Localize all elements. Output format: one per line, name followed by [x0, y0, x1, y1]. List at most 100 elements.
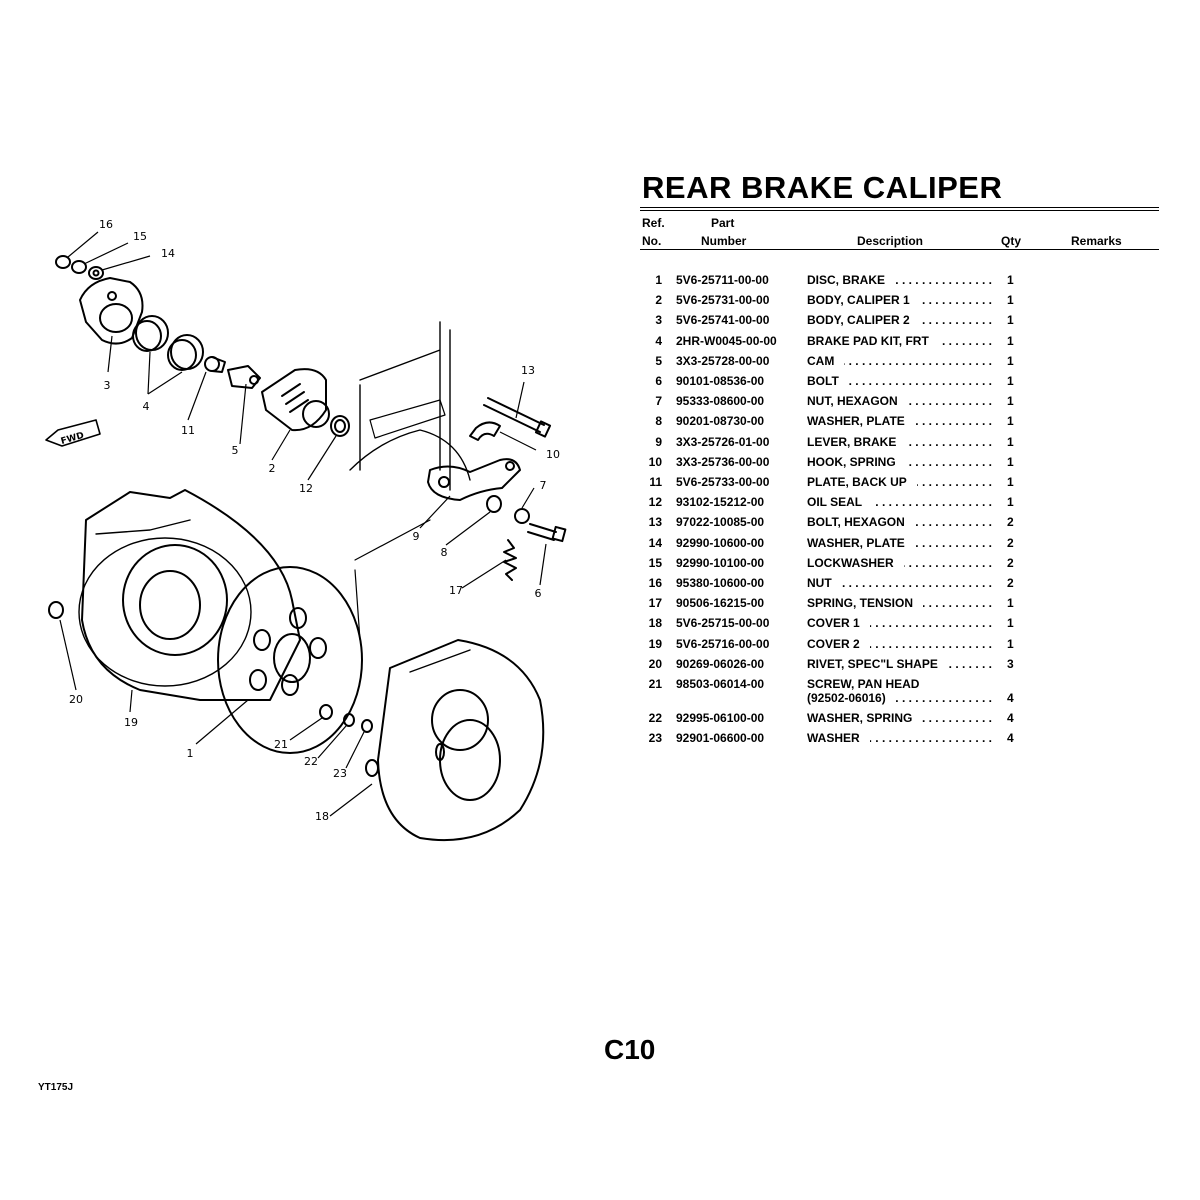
ref-cell: 2 — [655, 293, 662, 308]
document-code: YT175J — [38, 1082, 74, 1093]
description-cell: LEVER, BRAKE — [807, 434, 897, 449]
ref-cell: 6 — [655, 374, 662, 388]
qty-cell: 1 — [1007, 374, 1014, 388]
qty-cell: 1 — [1007, 475, 1014, 489]
dot-leader: . . . . . . . . . . . . . . . . . . . . … — [872, 495, 992, 510]
part-number-cell: 92995-06100-00 — [676, 711, 765, 725]
dot-leader: . . . . . . . . . . . . . . . . . . . . … — [841, 576, 992, 590]
header-ref-line2: No. — [642, 234, 662, 248]
header-rule — [640, 249, 1159, 250]
qty-cell: 1 — [1007, 293, 1014, 308]
part-number-cell: 90201-08730-00 — [676, 414, 765, 429]
table-row: 4 2HR-W0045-00-00 BRAKE PAD KIT, FRT 1 . . .… — [640, 334, 1160, 350]
callout-13: 13 — [521, 364, 535, 377]
callout-18: 18 — [315, 810, 329, 823]
callout-3: 3 — [104, 379, 111, 392]
qty-cell: 4 — [1007, 691, 1014, 705]
callout-1: 1 — [187, 747, 194, 760]
part-number-cell: 92990-10100-00 — [676, 555, 765, 570]
description-cell: SPRING, TENSION — [807, 596, 914, 611]
ref-cell: 12 — [648, 495, 662, 510]
callout-10: 10 — [546, 448, 560, 461]
callout-9: 9 — [413, 530, 420, 543]
callout-21: 21 — [274, 738, 288, 751]
callout-6: 6 — [535, 587, 542, 600]
part-number-cell: 2HR-W0045-00-00 — [676, 333, 777, 348]
description-cell: NUT — [807, 576, 832, 590]
dot-leader: . . . . . . . . . . . . . . . . . . . . … — [923, 596, 992, 611]
part-number-cell: 90506-16215-00 — [676, 596, 765, 611]
part-number-cell: 3X3-25736-00-00 — [676, 454, 770, 469]
dot-leader: . . . . . . . . . . . . . . . . . . . . … — [917, 475, 992, 489]
part-number-cell: 97022-10085-00 — [676, 515, 765, 530]
part-number-cell: 92901-06600-00 — [676, 731, 765, 746]
ref-cell: 15 — [648, 555, 662, 570]
exploded-view-diagram: 16 15 14 3 4 11 5 2 12 13 10 7 9 8 6 17 … — [45, 218, 567, 842]
ref-cell: 18 — [648, 616, 662, 631]
qty-cell: 1 — [1007, 333, 1014, 348]
description-cell: BOLT, HEXAGON — [807, 515, 905, 530]
callout-8: 8 — [441, 546, 448, 559]
callout-14: 14 — [161, 247, 175, 260]
dot-leader: . . . . . . . . . . . . . . . . . . . . … — [906, 454, 992, 469]
qty-cell: 1 — [1007, 616, 1014, 631]
dot-leader: . . . . . . . . . . . . . . . . . . . . … — [870, 636, 992, 651]
description-cell: COVER 1 — [807, 616, 860, 631]
dot-leader: . . . . . . . . . . . . . . . . . . . . … — [915, 515, 992, 530]
description-cell: RIVET, SPEC"L SHAPE — [807, 656, 938, 671]
ref-cell: 5 — [655, 353, 662, 368]
qty-cell: 2 — [1007, 555, 1014, 570]
dot-leader: . . . . . . . . . . . . . . . . . . . . … — [895, 273, 992, 287]
dot-leader: . . . . . . . . . . . . . . . . . . . . … — [939, 333, 992, 348]
ref-cell: 3 — [655, 313, 662, 328]
title-rule-bottom — [640, 210, 1159, 211]
header-part-line2: Number — [701, 234, 747, 248]
ref-cell: 23 — [648, 731, 662, 746]
description-cell: BODY, CALIPER 2 — [807, 313, 910, 328]
part-number-cell: 95333-08600-00 — [676, 394, 765, 409]
header-description: Description — [857, 234, 924, 248]
part-number-cell: 90101-08536-00 — [676, 374, 765, 388]
description-cell-line2: (92502-06016) — [807, 691, 886, 705]
description-cell: BRAKE PAD KIT, FRT — [807, 333, 929, 348]
callout-22: 22 — [304, 755, 318, 768]
description-cell: OIL SEAL — [807, 495, 863, 510]
qty-cell: 1 — [1007, 273, 1014, 287]
dot-leader: . . . . . . . . . . . . . . . . . . . . … — [915, 414, 992, 429]
ref-cell: 14 — [648, 535, 662, 550]
qty-cell: 4 — [1007, 711, 1014, 725]
page-number: C10 — [604, 1034, 656, 1065]
dot-leader: . . . . . . . . . . . . . . . . . . . . … — [904, 555, 992, 570]
dot-leader: . . . . . . . . . . . . . . . . . . . . … — [915, 535, 992, 550]
part-number-cell: 3X3-25728-00-00 — [676, 353, 770, 368]
ref-cell: 1 — [655, 273, 662, 287]
dot-leader: . . . . . . . . . . . . . . . . . . . . … — [844, 353, 992, 368]
qty-cell: 2 — [1007, 576, 1014, 590]
ref-cell: 22 — [648, 711, 662, 725]
ref-cell: 10 — [648, 454, 662, 469]
ref-cell: 7 — [655, 394, 662, 409]
description-cell: WASHER, PLATE — [807, 414, 905, 429]
callout-15: 15 — [133, 230, 147, 243]
description-cell: COVER 2 — [807, 636, 860, 651]
ref-cell: 4 — [655, 333, 662, 348]
part-number-cell: 5V6-25731-00-00 — [676, 293, 770, 308]
description-cell: WASHER — [807, 731, 860, 746]
part-number-cell: 98503-06014-00 — [676, 677, 765, 691]
qty-cell: 2 — [1007, 535, 1014, 550]
callout-4: 4 — [143, 400, 150, 413]
description-cell: WASHER, SPRING — [807, 711, 913, 725]
description-cell: BODY, CALIPER 1 — [807, 293, 910, 308]
qty-cell: 1 — [1007, 454, 1014, 469]
